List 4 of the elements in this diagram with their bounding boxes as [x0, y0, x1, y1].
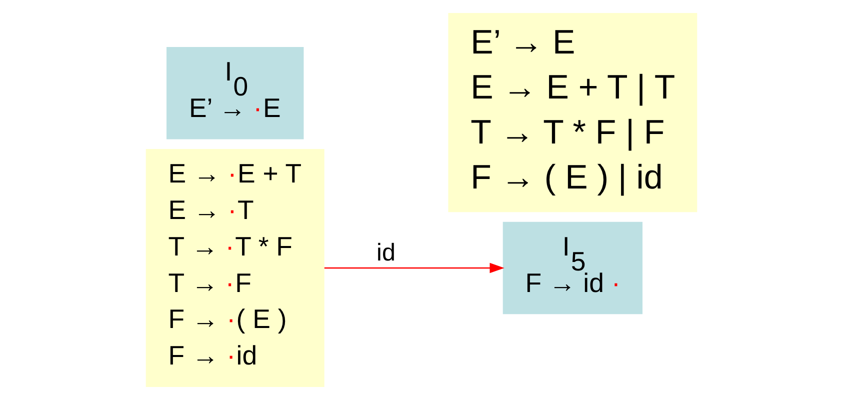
arrow — [324, 262, 504, 274]
edge-label: id — [376, 240, 395, 267]
node-box: E’ → E E → E + T | T T → T * F | F F → ( E ) | id — [448, 13, 697, 212]
node-box: E → ·E + T E → ·T T → ·T * F T → ·F F → ·( E ) F → ·id — [145, 149, 324, 387]
